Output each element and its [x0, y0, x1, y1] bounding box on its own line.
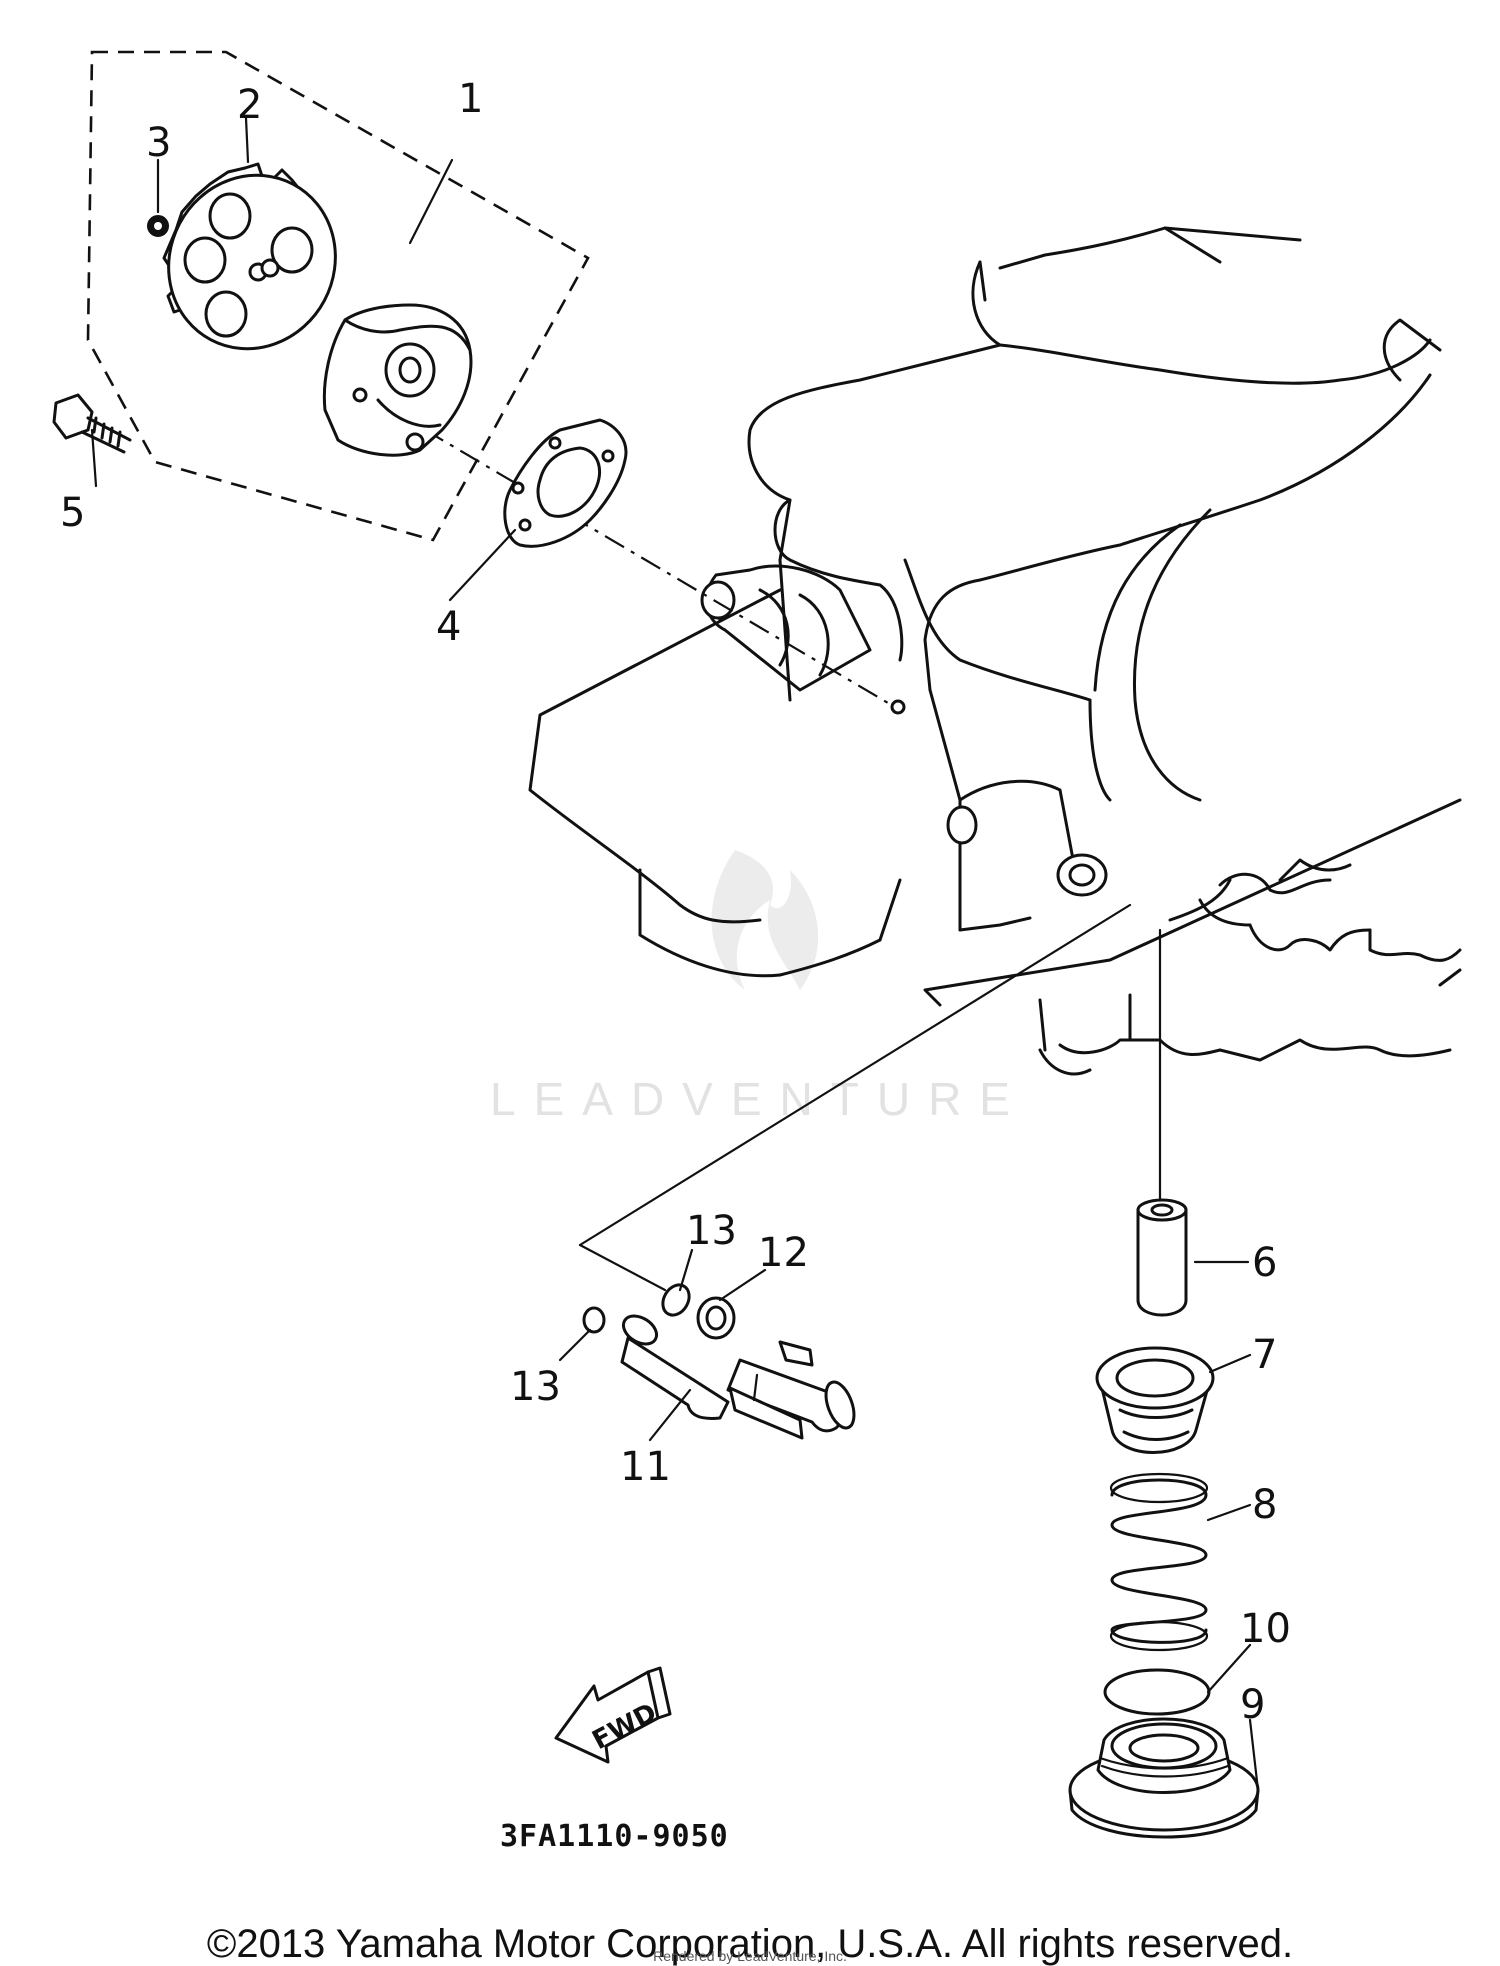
callout-3: 3 [146, 120, 171, 166]
strainer [1095, 1346, 1215, 1454]
callout-5: 5 [60, 490, 85, 536]
callout-13-upper: 13 [686, 1208, 737, 1254]
callout-9: 9 [1240, 1682, 1265, 1728]
circlip [147, 215, 169, 237]
oil-pump-body [322, 303, 473, 457]
callout-7: 7 [1252, 1332, 1277, 1378]
rendered-by-credit: Rendered by LeadVenture, Inc. [653, 1948, 847, 1964]
diagram-code: 3FA1110-9050 [500, 1819, 729, 1854]
callouts: 1 2 3 4 5 6 7 8 9 10 11 12 13 13 [60, 76, 1291, 1728]
oil-pipe [620, 1314, 856, 1440]
bolt [52, 393, 132, 454]
pipe-reference-line [578, 903, 1132, 1247]
callout-12: 12 [758, 1230, 809, 1276]
drain-plug-o-ring [1103, 1668, 1211, 1716]
fwd-arrow: FWD [554, 1666, 672, 1764]
copyright-notice: ©2013 Yamaha Motor Corporation, U.S.A. A… [206, 1922, 1294, 1966]
callout-6: 6 [1252, 1240, 1277, 1286]
callout-10: 10 [1240, 1606, 1291, 1652]
pump-mount-boss [700, 564, 872, 692]
leaders [90, 116, 1260, 1792]
gasket [503, 418, 628, 548]
o-ring-left [582, 1306, 606, 1334]
callout-2: 2 [237, 82, 262, 128]
drain-plug [1068, 1717, 1260, 1839]
callout-13-lower: 13 [510, 1364, 561, 1410]
callout-4: 4 [436, 604, 461, 650]
watermark: LEADVENTURE [490, 850, 1028, 1125]
o-ring-right [661, 1283, 691, 1317]
callout-11: 11 [620, 1444, 671, 1490]
crankcase [528, 226, 1462, 1076]
strainer-pipe [1136, 1198, 1188, 1317]
drive-gear [162, 162, 337, 351]
washer [696, 1296, 736, 1340]
spring [1109, 1472, 1209, 1652]
callout-8: 8 [1252, 1482, 1277, 1528]
callout-1: 1 [458, 76, 483, 122]
pump-assembly-boundary [86, 50, 590, 542]
watermark-text: LEADVENTURE [490, 1073, 1028, 1125]
